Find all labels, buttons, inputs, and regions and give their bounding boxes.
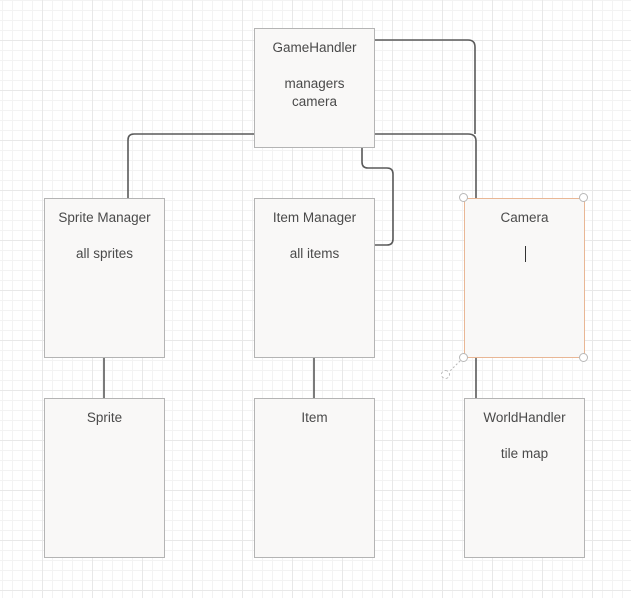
node-worldhandler-title: WorldHandler <box>483 410 566 425</box>
connector-gamehandler-itemmanager[interactable] <box>361 147 394 246</box>
selection-handles <box>449 357 464 372</box>
node-sprite-manager-body: all sprites <box>75 246 134 261</box>
connector-gamehandler-worldhandler[interactable] <box>374 133 477 398</box>
rotate-handle-link <box>449 357 464 372</box>
node-gamehandler-title: GameHandler <box>272 40 357 55</box>
node-worldhandler-body: tile map <box>500 446 549 461</box>
node-worldhandler[interactable]: WorldHandler tile map <box>464 398 585 558</box>
resize-handle-bottom-left[interactable] <box>459 353 468 362</box>
node-sprite-title: Sprite <box>86 410 123 425</box>
node-camera[interactable]: Camera <box>464 198 585 358</box>
rotate-handle[interactable] <box>441 370 450 379</box>
node-item[interactable]: Item <box>254 398 375 558</box>
text-cursor <box>525 246 526 262</box>
resize-handle-bottom-right[interactable] <box>579 353 588 362</box>
node-item-manager-body: all items <box>289 246 340 261</box>
node-item-manager[interactable]: Item Manager all items <box>254 198 375 358</box>
connector-gamehandler-spritemanager[interactable] <box>127 133 254 198</box>
node-sprite[interactable]: Sprite <box>44 398 165 558</box>
node-gamehandler[interactable]: GameHandler managers camera <box>254 28 375 148</box>
node-sprite-manager-title: Sprite Manager <box>58 210 151 225</box>
connector-gamehandler-worldhandler-upper[interactable] <box>374 39 476 134</box>
node-camera-title: Camera <box>500 210 549 225</box>
resize-handle-top-right[interactable] <box>579 193 588 202</box>
node-gamehandler-body: managers camera <box>284 76 345 109</box>
node-item-manager-title: Item Manager <box>272 210 357 225</box>
node-sprite-manager[interactable]: Sprite Manager all sprites <box>44 198 165 358</box>
node-item-title: Item <box>301 410 328 425</box>
resize-handle-top-left[interactable] <box>459 193 468 202</box>
